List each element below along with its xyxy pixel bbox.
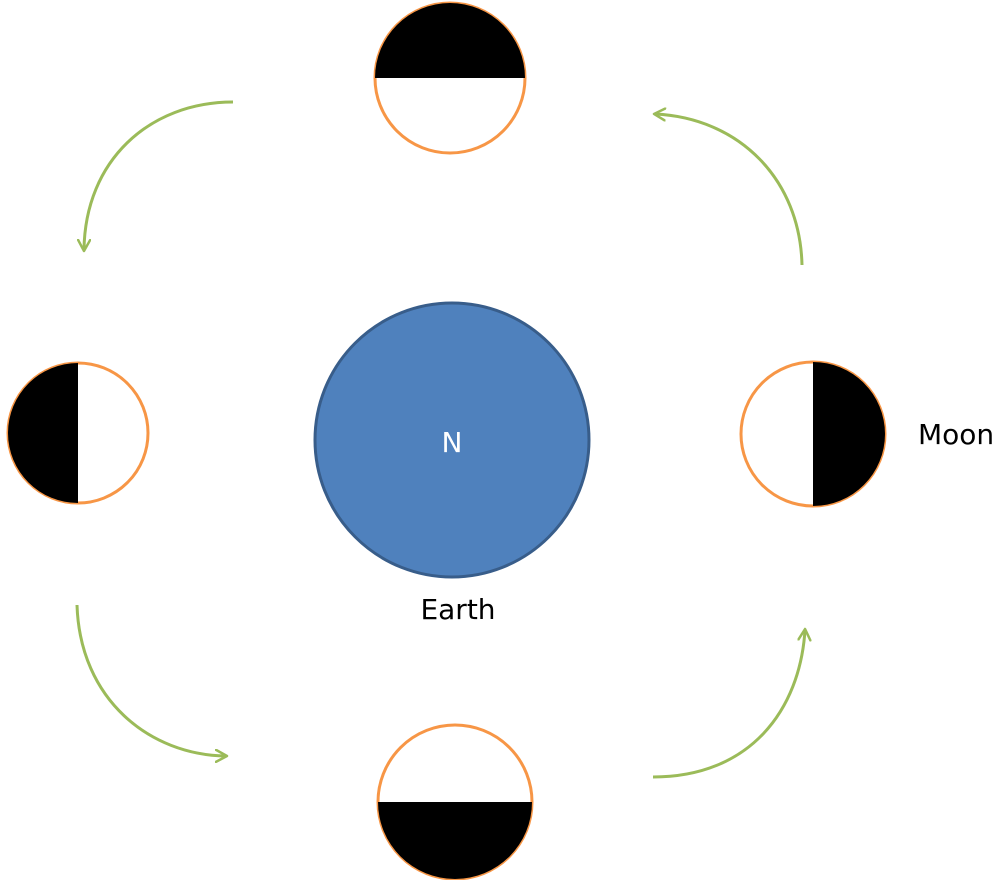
earth-label: Earth — [420, 593, 495, 626]
moon-left — [6, 361, 150, 505]
moon-left-dark-half — [8, 363, 78, 503]
moon-top — [373, 1, 527, 155]
orbit-arrow-bottom-left — [75, 604, 226, 756]
orbit-arrow-top-left — [84, 100, 234, 250]
moon-bottom-dark-half — [378, 802, 532, 879]
orbit-arrow-bottom-right — [652, 630, 805, 779]
orbit-arrow-top-right — [655, 114, 804, 266]
earth-circle — [313, 301, 591, 579]
moon-bottom — [376, 723, 534, 880]
moon-label: Moon — [918, 418, 994, 451]
moon-right — [739, 360, 887, 508]
earth: N — [313, 301, 591, 579]
moon-right-dark-half — [813, 362, 885, 506]
moon-top-dark-half — [375, 3, 525, 78]
north-label: N — [442, 426, 463, 459]
